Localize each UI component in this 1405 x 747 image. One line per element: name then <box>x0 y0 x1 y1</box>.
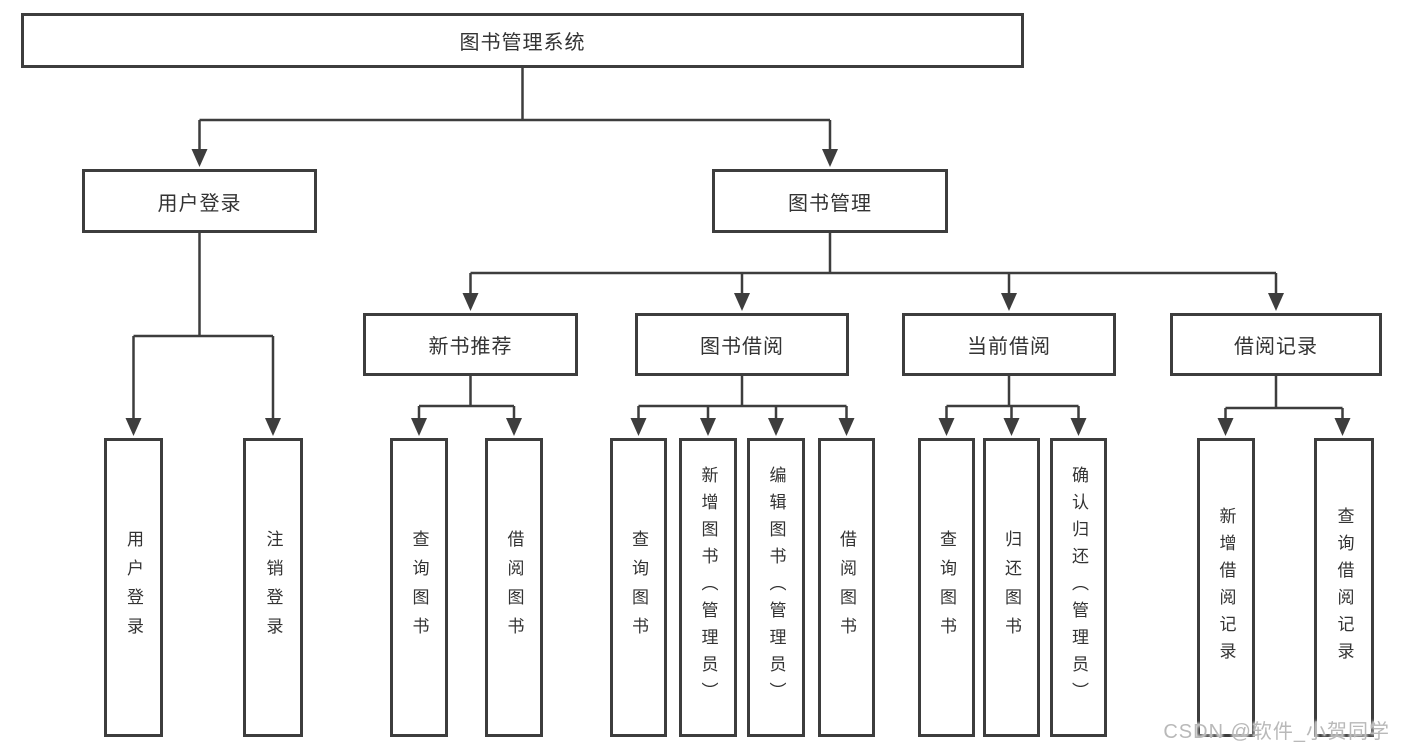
leaf-logout: 注销登录 <box>243 438 303 737</box>
leaf-recommend-query-book-label: 查询图书 <box>409 529 429 646</box>
leaf-borrow-borrow-book: 借阅图书 <box>818 438 875 737</box>
leaf-user-login-label: 用户登录 <box>124 529 143 646</box>
leaf-borrow-add-book-admin-label: 新增图书（管理员） <box>698 466 718 709</box>
leaf-records-query-record-label: 查询借阅记录 <box>1334 506 1354 669</box>
leaf-records-query-record: 查询借阅记录 <box>1314 438 1374 737</box>
leaf-borrow-edit-book-admin: 编辑图书（管理员） <box>747 438 805 737</box>
leaf-user-login: 用户登录 <box>104 438 163 737</box>
leaf-records-add-record-label: 新增借阅记录 <box>1216 506 1236 669</box>
arrowheads <box>125 149 1351 436</box>
leaf-recommend-query-book: 查询图书 <box>390 438 448 737</box>
leaf-current-return-book: 归还图书 <box>983 438 1040 737</box>
leaf-recommend-borrow-book-label: 借阅图书 <box>504 529 524 646</box>
node-borrow-records-label: 借阅记录 <box>1234 336 1318 358</box>
leaf-borrow-add-book-admin: 新增图书（管理员） <box>679 438 737 737</box>
node-root-label: 图书管理系统 <box>459 32 586 54</box>
leaf-current-query-book-label: 查询图书 <box>937 529 956 646</box>
node-book-borrow-label: 图书借阅 <box>700 336 784 358</box>
leaf-borrow-edit-book-admin-label: 编辑图书（管理员） <box>766 466 786 709</box>
leaf-borrow-query-book-label: 查询图书 <box>629 529 648 646</box>
leaf-current-return-book-label: 归还图书 <box>1002 529 1021 646</box>
leaf-current-confirm-return-admin: 确认归还（管理员） <box>1050 438 1107 737</box>
node-current-borrow: 当前借阅 <box>902 313 1116 376</box>
node-new-book-recommend-label: 新书推荐 <box>428 336 513 358</box>
node-book-management: 图书管理 <box>712 169 948 233</box>
leaf-borrow-query-book: 查询图书 <box>610 438 667 737</box>
leaf-records-add-record: 新增借阅记录 <box>1197 438 1255 737</box>
node-current-borrow-label: 当前借阅 <box>967 336 1051 358</box>
node-root: 图书管理系统 <box>21 13 1024 68</box>
node-book-management-label: 图书管理 <box>788 192 872 215</box>
leaf-current-query-book: 查询图书 <box>918 438 975 737</box>
node-new-book-recommend: 新书推荐 <box>363 313 578 376</box>
node-book-borrow: 图书借阅 <box>635 313 849 376</box>
node-user-login-label: 用户登录 <box>157 192 242 215</box>
leaf-borrow-borrow-book-label: 借阅图书 <box>837 529 856 646</box>
leaf-logout-label: 注销登录 <box>263 529 283 646</box>
watermark: CSDN @软件_小贺同学 <box>1163 721 1390 743</box>
node-user-login: 用户登录 <box>82 169 317 233</box>
leaf-recommend-borrow-book: 借阅图书 <box>485 438 543 737</box>
leaf-current-confirm-return-admin-label: 确认归还（管理员） <box>1069 466 1088 709</box>
node-borrow-records: 借阅记录 <box>1170 313 1382 376</box>
